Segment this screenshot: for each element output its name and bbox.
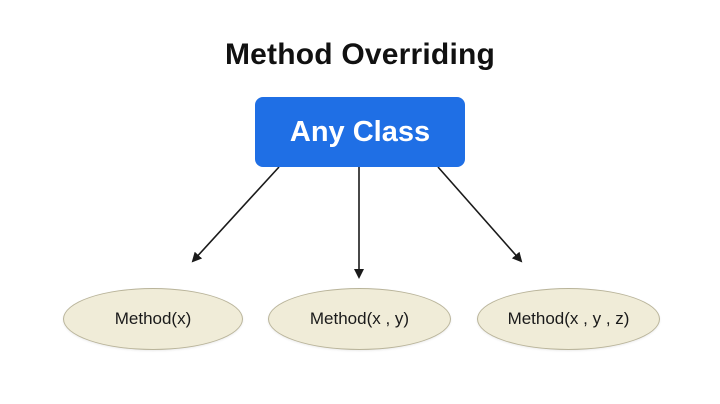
method-x-label: Method(x)	[114, 309, 192, 328]
arrow-to-method-xyz	[437, 166, 523, 263]
method-xyz-label: Method(x , y , z)	[507, 309, 630, 328]
method-xyz-node: Method(x , y , z)	[477, 288, 660, 350]
any-class-label: Any Class	[289, 115, 431, 148]
any-class-box: Any Class	[255, 97, 465, 167]
method-x-node: Method(x)	[63, 288, 243, 350]
method-xy-label: Method(x , y)	[309, 309, 410, 328]
arrow-to-method-x	[191, 166, 280, 263]
method-xy-node: Method(x , y)	[268, 288, 451, 350]
diagram-title: Method Overriding	[224, 38, 496, 71]
